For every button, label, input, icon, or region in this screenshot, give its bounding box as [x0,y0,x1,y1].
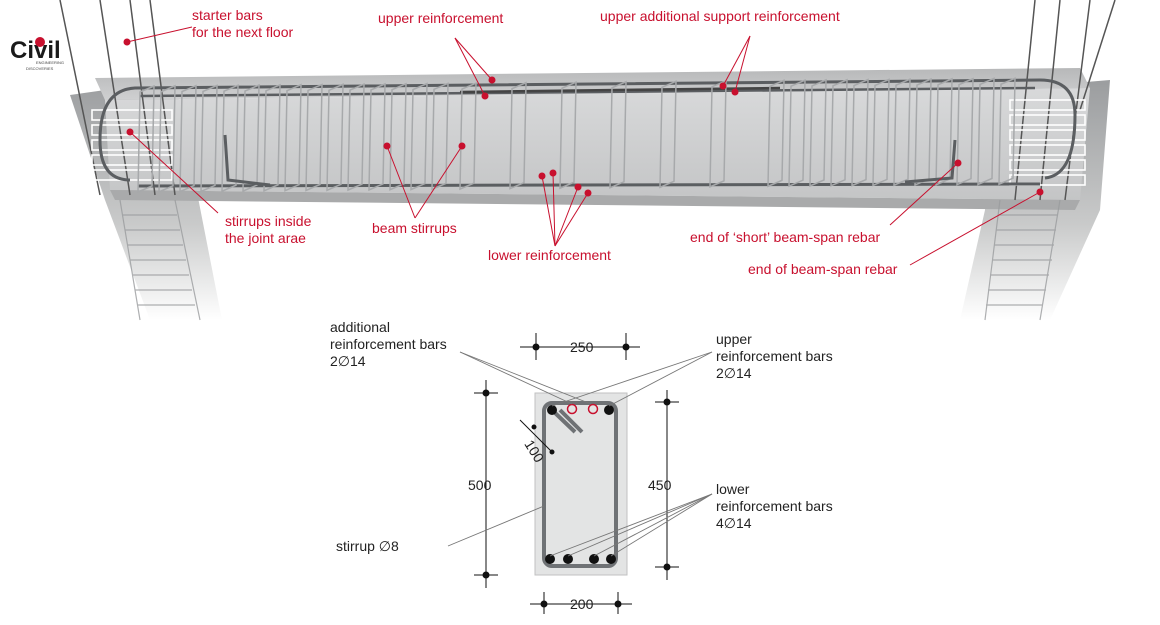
label-lower-3: 4∅14 [716,515,752,531]
stirrup-hook-1 [550,408,577,434]
beam-stirrup [200,84,218,193]
label-upper-reinforcement: upper reinforcement [378,10,503,26]
logo-subtext-1: ENGINEERING [36,60,64,65]
beam-stirrup [326,83,344,192]
beam-stirrup [158,84,176,193]
beam-stirrup [221,84,239,193]
beam-stirrup [559,81,577,190]
label-starter-bars-1: starter bars [192,7,263,23]
column-cage-left [119,199,201,321]
beam-stirrup [242,83,260,193]
joint-stirrups-left [91,109,173,181]
beam-shadow [110,190,1080,210]
additional-bar-1 [566,403,578,415]
starter-bars-left [59,0,176,196]
additional-bar-2 [587,403,599,415]
label-end-short-rebar: end of ‘short’ beam-span rebar [690,229,880,245]
top-leaders [123,26,1044,266]
label-additional-3: 2∅14 [330,353,366,369]
beam-stirrup [659,80,677,189]
dimension-lines [474,333,679,614]
label-end-rebar: end of beam-span rebar [748,261,898,277]
label-upper-2: reinforcement bars [716,348,833,364]
beam-stirrup [872,78,890,187]
logo-figure-icon [35,37,45,47]
label-upper-additional: upper additional support reinforcement [600,8,840,24]
label-additional-1: additional [330,319,390,335]
beam-3d-view: starter bars for the next floor upper re… [59,0,1116,321]
short-bar-right [904,139,957,184]
upper-bar-right [604,405,614,415]
longitudinal-bars [98,78,1077,188]
beam-stirrup [977,77,995,186]
dim-total-height: 500 [468,477,492,493]
beam-stirrup [609,80,627,189]
cross-section: 250 200 500 450 100 additional reinforce… [330,319,833,614]
beam-stirrup [137,84,155,194]
logo-subtext-2: DISCOVERIES [26,66,54,71]
beam-stirrup [347,82,365,192]
beam-stirrup [956,77,974,186]
logo: Civil ENGINEERING DISCOVERIES [10,37,64,71]
beam-front-face [105,88,1090,200]
dim-bottom-width: 200 [570,596,594,612]
beam-stirrup [284,83,302,192]
lower-bar-3 [589,554,599,564]
beam-stirrup [431,82,449,191]
label-upper-3: 2∅14 [716,365,752,381]
dim-top-width: 250 [570,339,594,355]
label-stirrups-joint-1: stirrups inside [225,213,312,229]
stirrup-hook-2 [558,408,584,434]
lower-bar-2 [563,554,573,564]
label-lower-reinforcement: lower reinforcement [488,247,611,263]
section-concrete [534,392,628,576]
lower-bar-1 [545,554,555,564]
label-lower-1: lower [716,481,750,497]
upper-bar-left [547,405,557,415]
short-bar-left [223,134,271,187]
beam-stirrup [851,78,869,187]
label-additional-2: reinforcement bars [330,336,447,352]
beam-stirrup [179,84,197,193]
beam-stirrup [305,83,323,192]
beam-stirrup [263,83,281,193]
beam-stirrup [767,79,785,188]
beam-stirrup [998,77,1016,186]
label-lower-2: reinforcement bars [716,498,833,514]
beam-stirrup [509,81,527,190]
lower-bar-4 [606,554,616,564]
column-cage-right [984,199,1061,321]
section-leaders [447,351,713,557]
label-starter-bars-2: for the next floor [192,24,294,40]
label-upper-1: upper [716,331,752,347]
label-stirrups-joint-2: the joint arae [225,230,306,246]
label-stirrup: stirrup ∅8 [336,538,399,554]
label-beam-stirrups: beam stirrups [372,220,457,236]
dim-inner-height: 450 [648,477,672,493]
beam-stirrup [368,82,386,192]
beam-stirrup [809,78,827,188]
beam-stirrup [830,78,848,187]
beam-stirrup [893,78,911,187]
beam-stirrup [410,82,428,191]
beam-stirrup [459,81,477,191]
beam-stirrup [709,79,727,188]
beam-stirrups [137,77,1016,194]
section-stirrup [542,401,618,568]
beam-stirrup [788,78,806,188]
